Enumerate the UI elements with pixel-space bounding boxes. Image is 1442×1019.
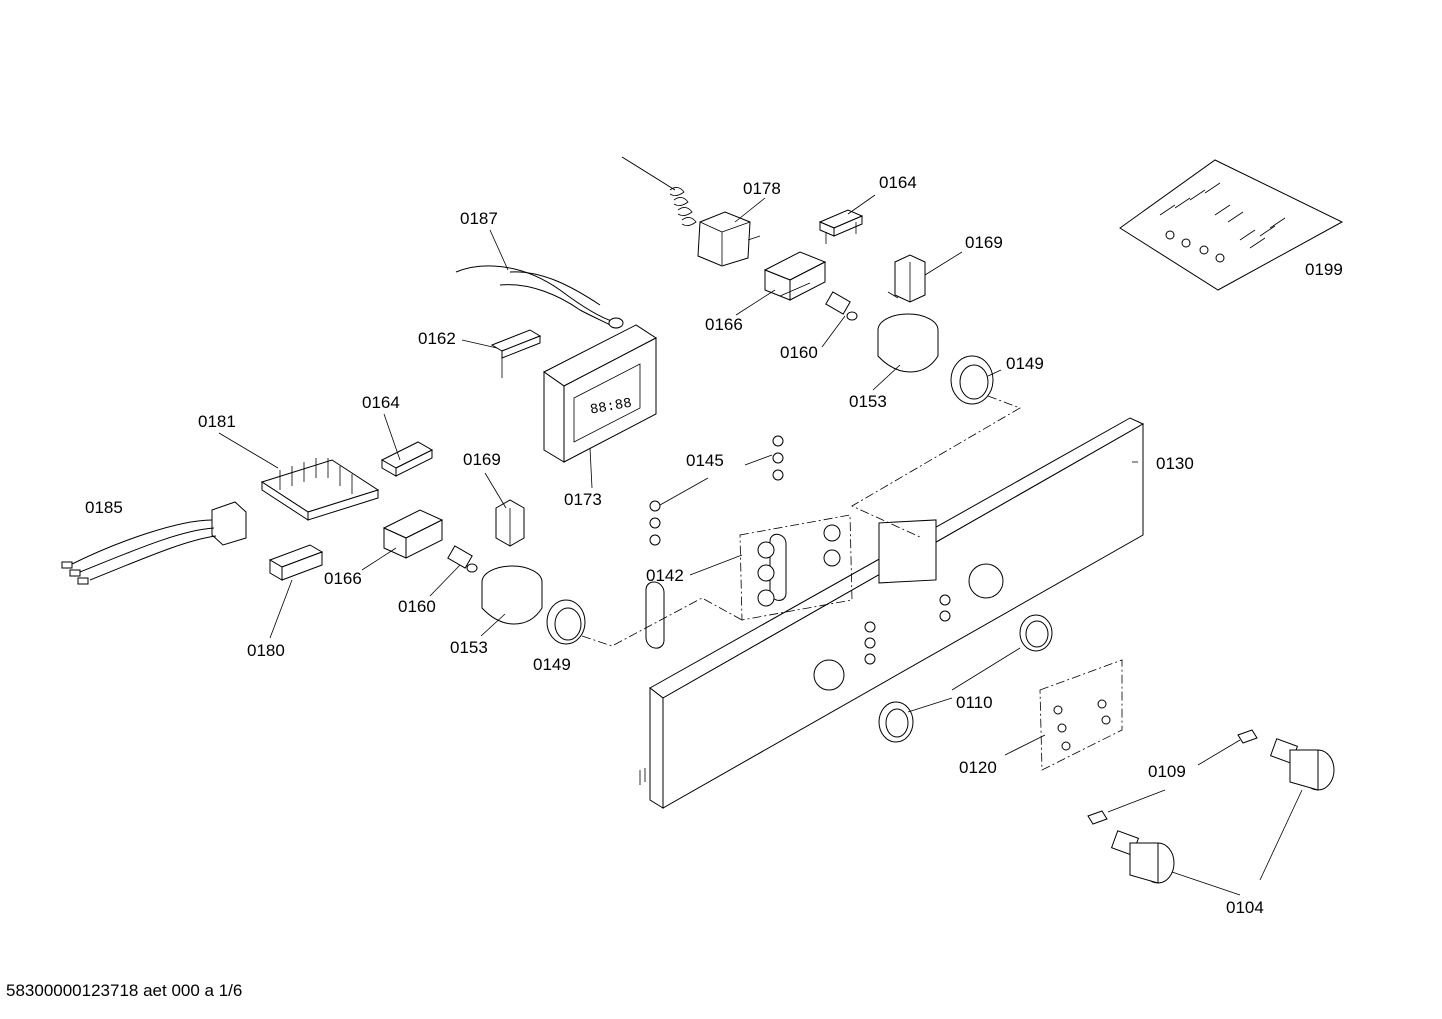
button-group-0142 [739,514,853,621]
svg-text:88:88: 88:88 [589,396,633,419]
thermostat-0178 [621,156,761,267]
label-0110: 0110 [956,693,993,712]
label-0169-mid: 0169 [463,450,501,469]
part-labels: 0178 0164 0187 0169 0199 0166 0160 0162 … [85,173,1343,917]
ring-0149-top [950,355,994,405]
terminal-block-0181 [260,458,380,521]
sleeve-0153-mid [481,565,543,625]
label-0130: 0130 [1156,454,1194,473]
label-0104: 0104 [1226,898,1264,917]
screw-group-0120 [1039,659,1123,771]
label-0160-top: 0160 [780,343,818,362]
label-0153-mid: 0153 [450,638,488,657]
label-0180: 0180 [247,641,285,660]
label-0149-top: 0149 [1006,354,1044,373]
rings-0110 [878,614,1053,743]
ring-0149-mid [546,599,586,645]
label-0166-top: 0166 [705,315,743,334]
bracket-0180 [268,544,324,581]
label-0109: 0109 [1148,762,1186,781]
label-0166-mid: 0166 [324,569,362,588]
label-strips-0109 [1087,729,1258,825]
cable-harness-0187 [455,265,624,329]
bracket-0166-top [763,251,827,301]
assembly-lines [581,395,1021,647]
label-0164-top: 0164 [879,173,917,192]
label-0149-mid: 0149 [533,655,571,674]
label-0153-top: 0153 [849,392,887,411]
label-0173: 0173 [564,490,602,509]
label-0164-mid: 0164 [362,393,400,412]
sleeve-0153-top [877,313,939,373]
switch-0169-top [887,254,926,303]
bracket-0162 [490,329,542,378]
bracket-0164-top [818,209,864,244]
label-0199: 0199 [1305,260,1343,279]
front-panel-0130 [639,417,1145,809]
switch-0169-mid [495,499,525,547]
bracket-0164-mid [380,441,434,477]
label-0120: 0120 [959,758,997,777]
label-0187: 0187 [460,209,498,228]
lamp-socket-0160-mid [447,545,478,573]
label-0169-top: 0169 [965,233,1003,252]
screw-bag-0199 [1119,159,1344,291]
leader-lines [218,194,1303,896]
label-0178: 0178 [743,179,781,198]
label-0145: 0145 [686,451,724,470]
bracket-0166-mid [382,509,444,559]
label-0162: 0162 [418,329,456,348]
label-0185: 0185 [85,498,123,517]
label-0181: 0181 [198,412,236,431]
knobs-0104 [1110,738,1335,884]
label-0160-mid: 0160 [398,597,436,616]
document-footer-code: 58300000123718 aet 000 a 1/6 [6,981,243,1000]
clock-module-0173: 88:88 [543,324,657,463]
label-0142: 0142 [646,566,684,585]
lamp-socket-0160-top [825,291,858,321]
cable-0185 [61,501,247,585]
